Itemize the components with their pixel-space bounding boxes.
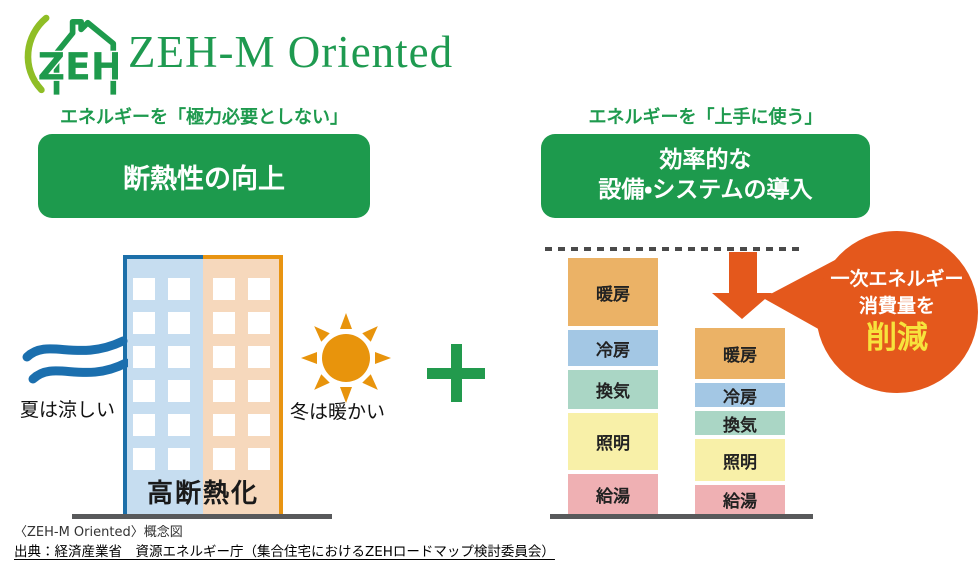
building-windows-right <box>213 278 270 470</box>
page-title: ZEH-M Oriented <box>128 27 454 77</box>
bar-segment-after-給湯: 給湯 <box>695 485 785 514</box>
right-section-heading: エネルギーを「上手に使う」 <box>588 107 823 128</box>
bar-segment-after-換気: 換気 <box>695 411 785 436</box>
reduction-arrow-icon <box>712 252 772 319</box>
building-window <box>133 278 155 300</box>
building-window <box>133 380 155 402</box>
bar-segment-after-照明: 照明 <box>695 439 785 481</box>
source-attribution: 出典：経済産業省 資源エネルギー庁（集合住宅におけるZEHロードマップ検討委員会… <box>14 544 555 560</box>
building-window <box>248 312 270 334</box>
bar-segment-after-冷房: 冷房 <box>695 383 785 408</box>
building-window <box>168 278 190 300</box>
building-window <box>213 414 235 436</box>
building-window <box>213 312 235 334</box>
building-window <box>133 346 155 368</box>
insulation-measure-label: 断熱性の向上 <box>123 163 285 195</box>
reduction-bubble: 一次エネルギー 消費量を 削減 <box>816 231 978 393</box>
left-section-heading: エネルギーを「極力必要としない」 <box>60 107 348 128</box>
building-window <box>213 380 235 402</box>
building-window <box>248 448 270 470</box>
bubble-line1: 一次エネルギー <box>830 268 964 291</box>
bar-segment-before-給湯: 給湯 <box>568 474 658 514</box>
bar-segment-before-冷房: 冷房 <box>568 330 658 366</box>
sun-icon <box>301 313 391 403</box>
leaf-icon <box>24 14 50 94</box>
energy-bar-before: 暖房冷房換気照明給湯 <box>568 258 658 514</box>
building-window <box>168 414 190 436</box>
building-window <box>213 448 235 470</box>
bar-segment-before-暖房: 暖房 <box>568 258 658 326</box>
building-window <box>213 278 235 300</box>
ground-line-left <box>72 514 332 519</box>
bar-segment-after-暖房: 暖房 <box>695 328 785 379</box>
energy-bar-after: 暖房冷房換気照明給湯 <box>695 328 785 514</box>
efficiency-measure-box: 効率的な 設備・システムの導入 <box>541 134 870 218</box>
building-window <box>133 414 155 436</box>
zeh-logo: ZEH <box>24 14 118 95</box>
figure-caption: 〈ZEH-M Oriented〉概念図 <box>14 525 183 540</box>
building-window <box>248 380 270 402</box>
bar-segment-before-照明: 照明 <box>568 413 658 470</box>
building-window <box>248 278 270 300</box>
building-window <box>133 312 155 334</box>
building-window <box>213 346 235 368</box>
building-window <box>168 380 190 402</box>
building-caption: 高断熱化 <box>146 479 259 509</box>
insulation-measure-box: 断熱性の向上 <box>38 134 370 218</box>
bubble-line2: 消費量を <box>858 294 935 317</box>
ground-line-right <box>550 514 813 519</box>
logo-text: ZEH <box>38 44 118 88</box>
bubble-line3: 削減 <box>866 320 928 357</box>
house-icon <box>53 18 117 95</box>
building-illustration: 高断熱化 <box>123 255 283 514</box>
building-window <box>248 346 270 368</box>
bar-segment-before-換気: 換気 <box>568 370 658 409</box>
building-window <box>248 414 270 436</box>
building-window <box>168 448 190 470</box>
plus-icon <box>427 344 485 402</box>
wind-caption: 夏は涼しい <box>20 399 116 421</box>
building-window <box>168 312 190 334</box>
efficiency-measure-line1: 効率的な <box>659 147 752 174</box>
reference-dashed-line <box>545 247 805 251</box>
efficiency-measure-line2: 設備・システムの導入 <box>598 177 813 203</box>
building-windows-left <box>133 278 190 470</box>
building-window <box>133 448 155 470</box>
building-window <box>168 346 190 368</box>
sun-caption: 冬は暖かい <box>290 401 386 423</box>
wind-icon <box>22 336 128 384</box>
